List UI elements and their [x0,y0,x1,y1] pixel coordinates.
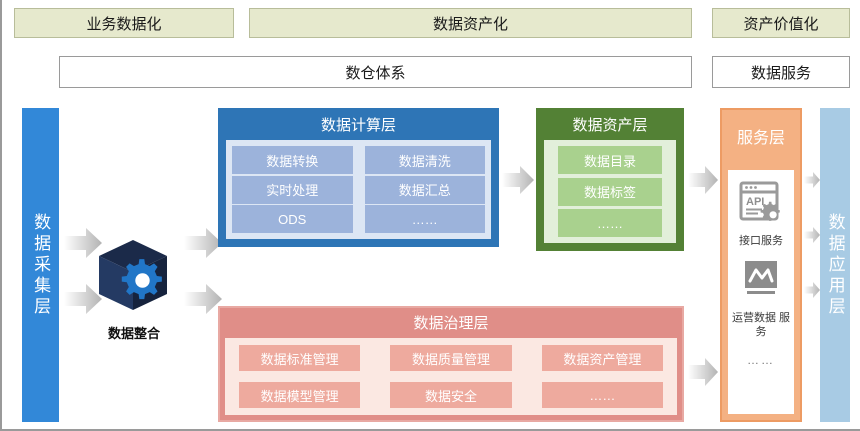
arrow-compute-to-asset [502,166,534,194]
arrow-integrate-to-governance [184,284,222,314]
governance-layer-title: 数据治理层 [413,314,489,332]
governance-cell[interactable]: 数据标准管理 [239,345,361,371]
arrow-service-to-app-3 [804,282,820,298]
asset-layer-title: 数据资产层 [572,116,648,134]
banner-item-business-datafication: 业务数据化 [14,8,234,38]
column-data-application-layer: 数据应用层 [820,108,850,422]
asset-layer-body: 数据目录 数据标签 …… [544,140,676,243]
service-more-indicator: …… [747,353,775,368]
compute-cell[interactable]: …… [364,205,485,233]
compute-cell[interactable]: 数据汇总 [364,175,485,204]
service-layer-title: 服务层 [736,130,785,147]
subbanner-item-data-service: 数据服务 [712,56,850,88]
api-window-gear-icon: API [738,180,784,231]
service-item-api[interactable]: API 接口服务 [738,180,784,249]
column-label: 数据采集层 [31,212,51,318]
governance-cell[interactable]: 数据资产管理 [541,345,663,371]
arrow-governance-to-service [688,358,718,386]
compute-cell[interactable]: 数据转换 [232,146,353,174]
svg-text:API: API [746,196,764,208]
service-item-label: 运营数据 服务 [731,311,791,338]
asset-cell[interactable]: …… [558,209,662,237]
compute-row: ODS …… [232,205,485,233]
governance-row: 数据模型管理 数据安全 …… [239,382,663,408]
arrow-integrate-to-compute [184,228,222,258]
arrow-asset-to-service [688,166,718,194]
compute-layer-title: 数据计算层 [320,116,396,134]
column-data-collection-layer: 数据采集层 [22,108,59,422]
service-item-operations-data[interactable]: 运营数据 服务 [728,259,794,340]
service-layer-panel: 服务层 API [720,108,802,422]
governance-cell[interactable]: 数据模型管理 [239,382,361,408]
compute-layer-body: 数据转换 数据清洗 实时处理 数据汇总 ODS …… [226,140,491,239]
asset-layer-panel: 数据资产层 数据目录 数据标签 …… [536,108,684,251]
subbanner-item-warehouse-system: 数仓体系 [59,56,692,88]
arrow-service-to-app-2 [804,227,820,243]
subbanner-label: 数仓体系 [345,64,406,82]
compute-row: 数据转换 数据清洗 [232,146,485,174]
cube-gear-icon [89,230,179,321]
banner-label: 业务数据化 [86,15,162,33]
data-integration-label: 数据整合 [107,326,160,341]
column-label: 数据应用层 [825,212,845,318]
compute-cell[interactable]: ODS [232,205,353,233]
data-integration-node: 数据整合 [84,230,184,342]
governance-layer-panel: 数据治理层 数据标准管理 数据质量管理 数据资产管理 数据模型管理 数据安全 …… [218,306,684,422]
arrow-collect-to-integrate-top [64,228,102,258]
compute-cell[interactable]: 数据清洗 [364,146,485,174]
banner-label: 资产价值化 [743,15,819,33]
governance-cell[interactable]: 数据安全 [390,382,512,408]
compute-row: 实时处理 数据汇总 [232,175,485,204]
governance-layer-body: 数据标准管理 数据质量管理 数据资产管理 数据模型管理 数据安全 …… [225,338,677,415]
governance-row: 数据标准管理 数据质量管理 数据资产管理 [239,345,663,371]
governance-cell[interactable]: 数据质量管理 [390,345,512,371]
arrow-service-to-app-1 [804,172,820,188]
service-layer-body: API 接口服务 [728,170,794,414]
asset-cell[interactable]: 数据标签 [558,177,662,206]
asset-cell[interactable]: 数据目录 [558,146,662,174]
compute-cell[interactable]: 实时处理 [232,175,353,204]
monitor-chart-icon [738,259,784,308]
banner-item-asset-valuation: 资产价值化 [712,8,850,38]
service-item-label: 接口服务 [739,235,783,247]
compute-layer-panel: 数据计算层 数据转换 数据清洗 实时处理 数据汇总 ODS …… [218,108,499,247]
banner-item-data-assetization: 数据资产化 [249,8,692,38]
arrow-collect-to-integrate-bottom [64,284,102,314]
governance-cell[interactable]: …… [541,382,663,408]
banner-label: 数据资产化 [432,15,508,33]
subbanner-label: 数据服务 [750,64,811,82]
